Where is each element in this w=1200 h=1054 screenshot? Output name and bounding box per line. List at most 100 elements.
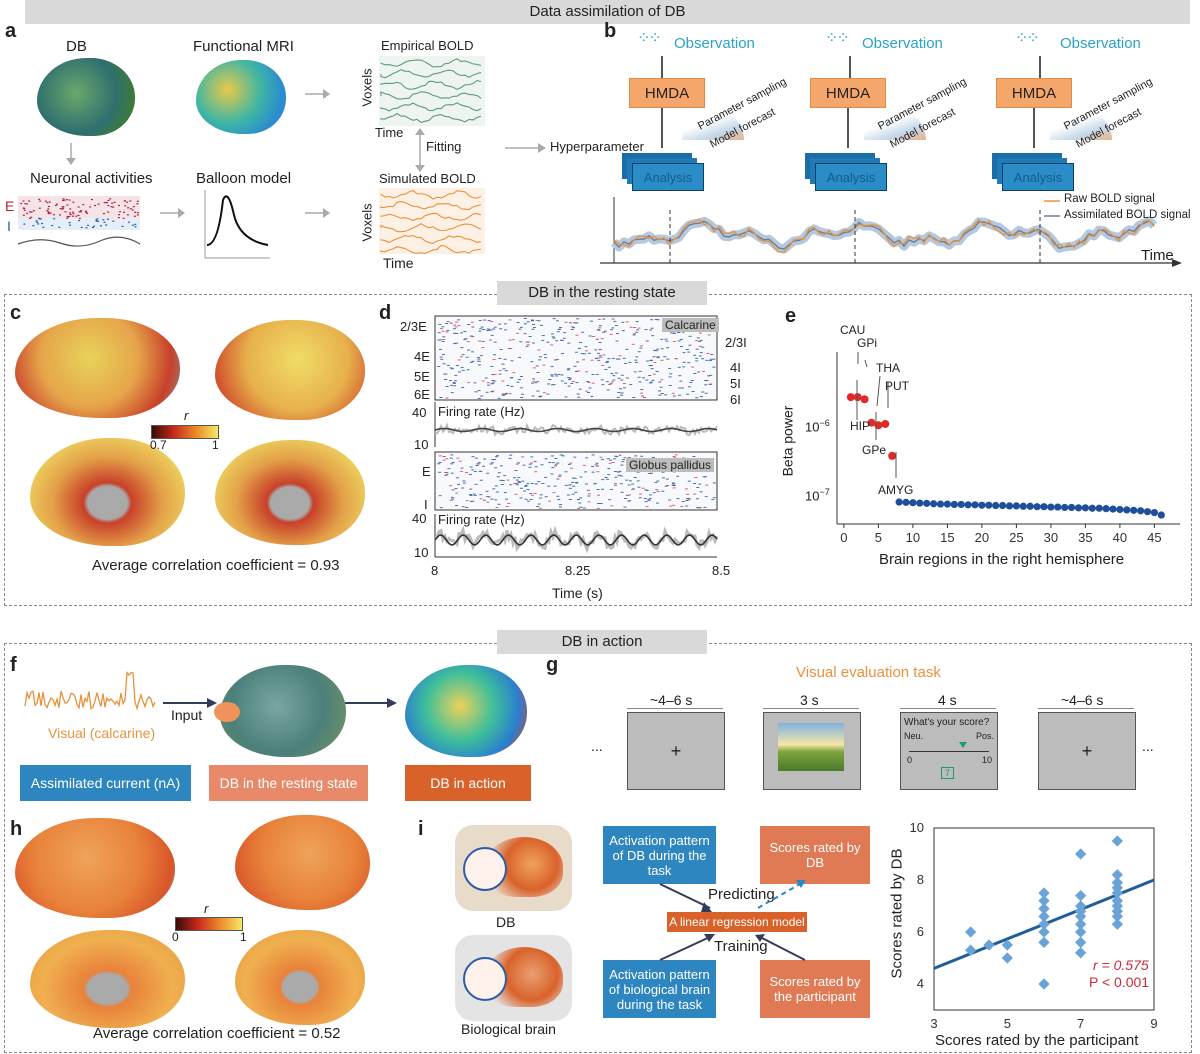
spike-mark bbox=[446, 321, 450, 322]
i-xlabel: Scores rated by the participant bbox=[935, 1032, 1139, 1049]
spike-mark bbox=[97, 220, 100, 222]
spike-mark bbox=[453, 324, 457, 326]
spike-mark bbox=[494, 499, 498, 501]
spike-mark bbox=[93, 225, 96, 227]
spike-mark bbox=[78, 217, 81, 220]
magnifier-icon bbox=[463, 957, 507, 1001]
colorbar-c-max: 1 bbox=[212, 438, 219, 452]
spike-mark bbox=[558, 476, 562, 477]
spike-mark bbox=[477, 358, 481, 360]
bold-trace bbox=[380, 245, 482, 255]
dot-cortical bbox=[978, 501, 986, 509]
colorbar-c-min: 0.7 bbox=[150, 438, 167, 452]
spike-mark bbox=[648, 375, 652, 376]
spike-mark bbox=[490, 334, 494, 336]
spike-mark bbox=[668, 385, 672, 387]
spike-mark bbox=[570, 382, 574, 384]
rating-slider bbox=[909, 751, 989, 752]
spike-mark bbox=[666, 485, 670, 486]
spike-mark bbox=[530, 456, 534, 458]
balloon-model-label: Balloon model bbox=[196, 170, 292, 187]
spike-mark bbox=[609, 333, 613, 335]
spike-mark bbox=[438, 495, 442, 497]
spike-mark bbox=[539, 494, 543, 496]
dot-cortical bbox=[1061, 503, 1069, 512]
firing-label-2: Firing rate (Hz) bbox=[438, 512, 525, 527]
e-ann-cau: CAU bbox=[840, 323, 866, 337]
spike-mark bbox=[473, 471, 477, 473]
observation-label-2: Observation bbox=[862, 35, 943, 52]
spike-mark bbox=[485, 490, 489, 492]
spike-mark bbox=[69, 208, 72, 210]
spike-mark bbox=[469, 361, 473, 363]
spike-mark bbox=[536, 390, 540, 392]
spike-mark bbox=[632, 334, 636, 336]
spike-mark bbox=[454, 326, 458, 328]
spike-mark bbox=[686, 497, 690, 499]
spike-mark bbox=[102, 212, 105, 215]
spike-mark bbox=[564, 471, 568, 473]
spike-mark bbox=[550, 366, 554, 368]
gp-i-label: I bbox=[424, 497, 428, 512]
spike-mark bbox=[627, 457, 631, 459]
spike-mark bbox=[517, 481, 521, 483]
spike-mark bbox=[553, 485, 557, 487]
spike-mark bbox=[562, 337, 566, 339]
spike-mark bbox=[69, 213, 72, 216]
spike-mark bbox=[486, 472, 490, 474]
spike-mark bbox=[608, 462, 612, 464]
rating-ten: 10 bbox=[982, 755, 993, 765]
spike-mark bbox=[134, 223, 137, 225]
spike-mark bbox=[438, 462, 442, 463]
spike-mark bbox=[651, 335, 655, 337]
fmri-brain-image bbox=[196, 60, 286, 134]
spike-mark bbox=[698, 355, 702, 357]
panel-b-label: b bbox=[604, 20, 617, 42]
spike-mark bbox=[510, 360, 514, 362]
spike-mark bbox=[123, 200, 126, 202]
spike-mark bbox=[607, 366, 611, 368]
spike-mark bbox=[478, 470, 482, 472]
spike-mark bbox=[550, 374, 554, 376]
spike-mark bbox=[58, 226, 61, 228]
i-db-label: DB bbox=[496, 914, 516, 930]
spike-mark bbox=[450, 463, 454, 465]
spike-mark bbox=[77, 214, 80, 217]
spike-mark bbox=[28, 211, 31, 213]
spike-mark bbox=[37, 223, 40, 225]
spike-mark bbox=[537, 349, 541, 351]
scatter-point bbox=[1038, 918, 1050, 930]
box-act-db: Activation pattern of DB during the task bbox=[603, 826, 716, 884]
y-tick-label: 6 bbox=[917, 924, 924, 939]
spike-mark bbox=[648, 365, 652, 367]
spike-mark bbox=[585, 390, 589, 392]
spike-mark bbox=[699, 339, 703, 341]
spike-mark bbox=[687, 351, 691, 353]
bold-trace bbox=[380, 79, 482, 90]
spike-mark bbox=[658, 394, 662, 396]
spike-mark bbox=[53, 218, 56, 220]
time-axis-label: Time bbox=[1141, 247, 1174, 264]
dot-cortical bbox=[1033, 503, 1041, 511]
spike-mark bbox=[455, 492, 459, 494]
x-tick-label: 20 bbox=[975, 530, 989, 545]
spike-mark bbox=[36, 221, 39, 223]
bold-signal-plot bbox=[600, 197, 1182, 267]
spike-mark bbox=[456, 477, 460, 479]
spike-mark bbox=[617, 377, 621, 379]
spike-mark bbox=[517, 477, 521, 479]
spike-mark bbox=[706, 352, 710, 354]
spike-mark bbox=[132, 206, 135, 208]
spike-mark bbox=[97, 203, 100, 205]
spike-mark bbox=[455, 342, 459, 344]
spike-mark bbox=[469, 335, 473, 337]
dot-cortical bbox=[1143, 508, 1152, 516]
colorbar-c-r: r bbox=[184, 408, 189, 423]
spike-mark bbox=[486, 382, 490, 384]
observation-dots-icon: ⁘⁘ bbox=[637, 30, 662, 47]
spike-mark bbox=[77, 206, 80, 208]
spike-mark bbox=[506, 479, 510, 481]
spike-mark bbox=[597, 503, 601, 504]
spike-mark bbox=[529, 493, 533, 495]
spike-mark bbox=[61, 206, 64, 208]
